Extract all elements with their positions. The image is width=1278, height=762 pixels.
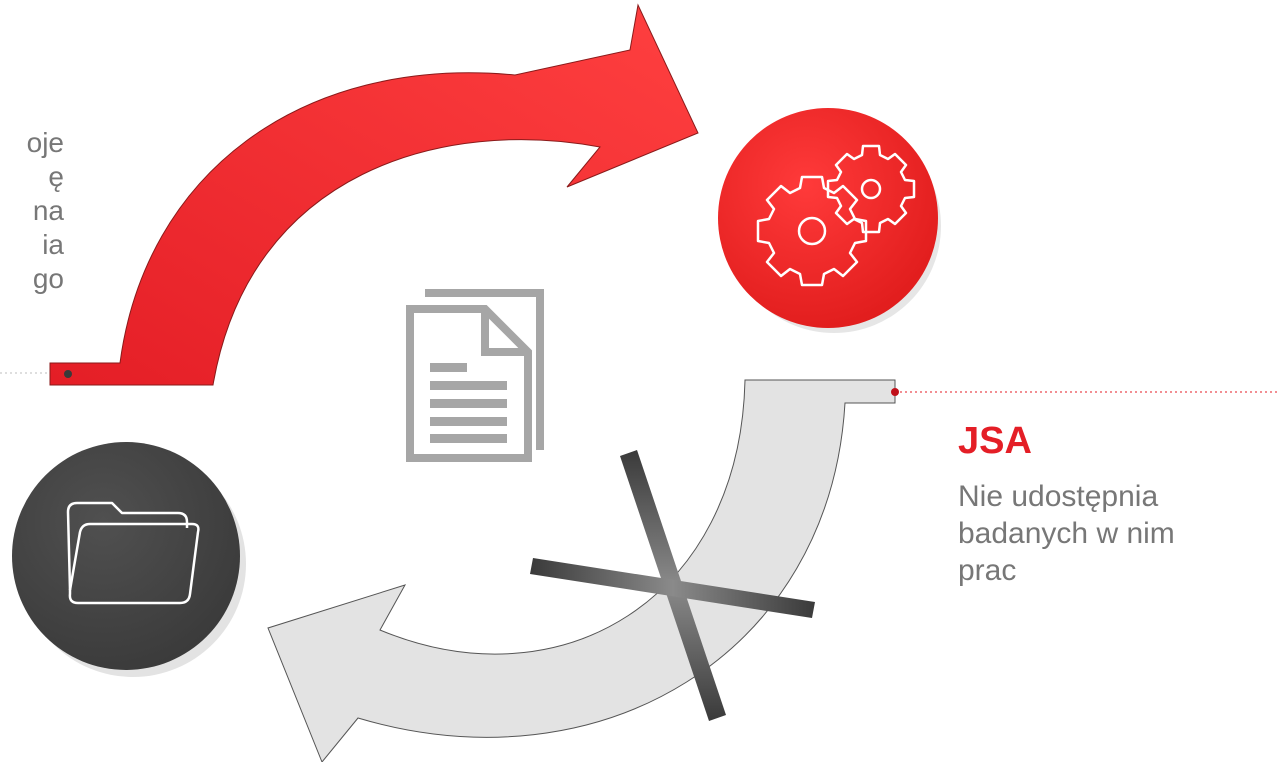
dark-folder-circle — [12, 442, 240, 670]
gray-arrow-dot — [891, 388, 899, 396]
left-description-line: ę — [48, 161, 64, 192]
red-cycle-arrow — [49, 3, 699, 386]
jsa-title: JSA — [958, 420, 1032, 462]
x-cross-icon — [530, 450, 815, 721]
archive-node — [12, 442, 246, 677]
jsa-description-line: prac — [958, 554, 1017, 587]
left-description-line: oje — [26, 127, 64, 158]
left-description-line: na — [32, 195, 64, 226]
gears-icon — [756, 144, 916, 287]
jsa-description-line: Nie udostępnia — [958, 480, 1159, 513]
left-description: oje ę na ia go — [0, 126, 80, 356]
left-description-line: ia — [42, 229, 64, 260]
process-node — [718, 108, 941, 333]
left-description-line: go — [32, 263, 64, 294]
folder-icon — [66, 501, 200, 605]
red-arrow-dot — [64, 370, 72, 378]
jsa-description-line: badanych w nim — [958, 517, 1175, 550]
jsa-description: Nie udostępnia badanych w nim prac — [958, 478, 1258, 589]
document-copy-icon — [406, 289, 544, 462]
red-gears-circle — [718, 108, 938, 328]
